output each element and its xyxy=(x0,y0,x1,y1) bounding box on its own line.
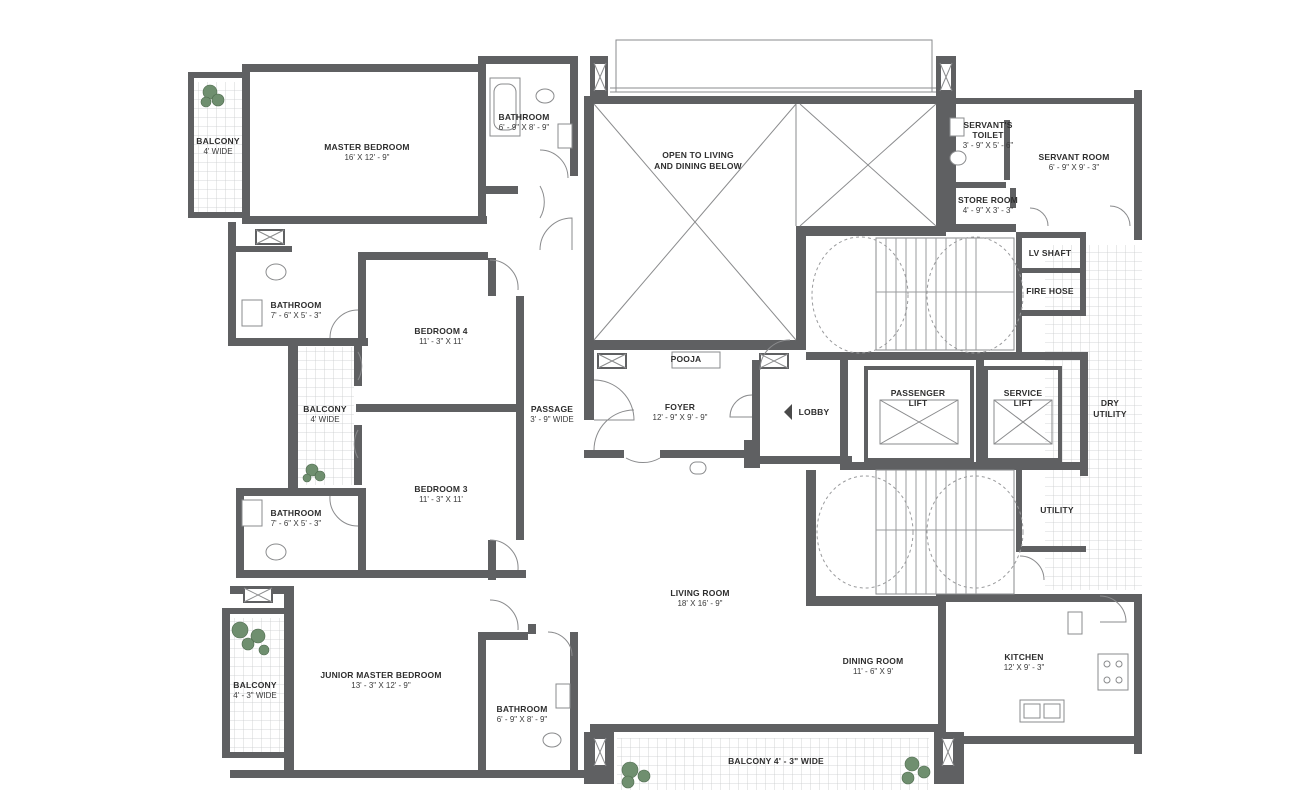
dining-room-dim: 11' - 6" X 9' xyxy=(853,667,893,676)
bedroom-3-name: BEDROOM 3 xyxy=(414,484,467,494)
shaft-boxes xyxy=(243,62,955,767)
passenger-lift-car xyxy=(864,366,974,462)
kitchen-dim: 12' X 9' - 3" xyxy=(1004,663,1045,672)
servant-room-name: SERVANT ROOM xyxy=(1038,152,1109,162)
balcony-mid-dim: 4' WIDE xyxy=(310,415,339,424)
bathroom-4-dim: 7' - 6" X 5' - 3" xyxy=(271,311,322,320)
bathroom-master-dim: 6' - 9" X 8' - 9" xyxy=(499,123,550,132)
open-to-below-cross xyxy=(593,103,937,341)
tree-icon xyxy=(901,756,931,785)
service-lift-line1: SERVICE xyxy=(1004,388,1043,398)
bedroom-4-name: BEDROOM 4 xyxy=(414,326,467,336)
tree-icon xyxy=(621,761,651,789)
bathroom-3-name: BATHROOM xyxy=(270,508,321,518)
master-bedroom-name: MASTER BEDROOM xyxy=(324,142,409,152)
kitchen-name: KITCHEN xyxy=(1004,652,1043,662)
store-room-name: STORE ROOM xyxy=(958,195,1018,205)
staircase-upper xyxy=(875,237,1015,351)
stair-landing-upper-left xyxy=(811,236,909,354)
balcony-master-name: BALCONY xyxy=(196,136,240,146)
room-labels: BALCONY 4' WIDE MASTER BEDROOM 16' X 12'… xyxy=(196,112,1127,766)
balcony-junior-name: BALCONY xyxy=(233,680,277,690)
balcony-junior-dim: 4' - 3" WIDE xyxy=(233,691,276,700)
staircase-lower xyxy=(875,469,1015,595)
foyer-name: FOYER xyxy=(665,402,695,412)
open-to-living-line2: AND DINING BELOW xyxy=(654,161,742,171)
tree-icon xyxy=(231,621,270,656)
balcony-mid-name: BALCONY xyxy=(303,404,347,414)
utility-name: UTILITY xyxy=(1040,505,1074,515)
foyer-dim: 12' - 9" X 9' - 9" xyxy=(653,413,708,422)
passenger-lift-line1: PASSENGER xyxy=(891,388,946,398)
bedroom-4-dim: 11' - 3" X 11' xyxy=(419,337,463,346)
entry-arrow-icon xyxy=(784,404,792,420)
stair-landing-lower-left xyxy=(816,475,914,589)
stair-landing-upper-right xyxy=(926,236,1024,354)
balcony-master-dim: 4' WIDE xyxy=(203,147,232,156)
tree-icon xyxy=(302,463,326,483)
passage-dim: 3' - 9" WIDE xyxy=(530,415,573,424)
servant-room-dim: 6' - 9" X 9' - 3" xyxy=(1049,163,1100,172)
fixtures xyxy=(241,77,1129,748)
living-room-name: LIVING ROOM xyxy=(670,588,729,598)
dry-utility-line2: UTILITY xyxy=(1093,409,1127,419)
pooja-name: POOJA xyxy=(671,354,702,364)
junior-master-bedroom-name: JUNIOR MASTER BEDROOM xyxy=(320,670,441,680)
store-room-dim: 4' - 9" X 3' - 3" xyxy=(963,206,1014,215)
bathroom-4-name: BATHROOM xyxy=(270,300,321,310)
passage-name: PASSAGE xyxy=(531,404,573,414)
dry-utility-line1: DRY xyxy=(1101,398,1119,408)
lobby-name: LOBBY xyxy=(799,407,830,417)
bathroom-master-name: BATHROOM xyxy=(498,112,549,122)
lv-shaft-name: LV SHAFT xyxy=(1029,248,1072,258)
servants-toilet-dim: 3' - 9" X 5' - 6" xyxy=(963,141,1014,150)
living-room-dim: 18' X 16' - 9" xyxy=(677,599,722,608)
bathroom-junior-dim: 6' - 9" X 8' - 9" xyxy=(497,715,548,724)
bathroom-junior-name: BATHROOM xyxy=(496,704,547,714)
doors xyxy=(329,149,1131,657)
bedroom-3-dim: 11' - 3" X 11' xyxy=(419,495,463,504)
master-bedroom-dim: 16' X 12' - 9" xyxy=(344,153,389,162)
dining-room-name: DINING ROOM xyxy=(843,656,904,666)
balcony-living-name: BALCONY 4' - 3" WIDE xyxy=(728,756,824,766)
open-to-living-line1: OPEN TO LIVING xyxy=(662,150,734,160)
passenger-lift-line2: LIFT xyxy=(909,398,928,408)
service-lift-car xyxy=(984,366,1062,462)
service-lift-line2: LIFT xyxy=(1014,398,1033,408)
fire-hose-name: FIRE HOSE xyxy=(1026,286,1074,296)
stair-landing-lower-right xyxy=(926,475,1024,589)
tree-icon xyxy=(200,84,225,108)
servants-toilet-line2: TOILET xyxy=(972,130,1004,140)
junior-master-bedroom-dim: 13' - 3" X 12' - 9" xyxy=(351,681,411,690)
bathroom-3-dim: 7' - 6" X 5' - 3" xyxy=(271,519,322,528)
tiled-areas xyxy=(194,82,1142,790)
servants-toilet-line1: SERVANT'S xyxy=(963,120,1012,130)
terrace-outline xyxy=(610,39,940,93)
